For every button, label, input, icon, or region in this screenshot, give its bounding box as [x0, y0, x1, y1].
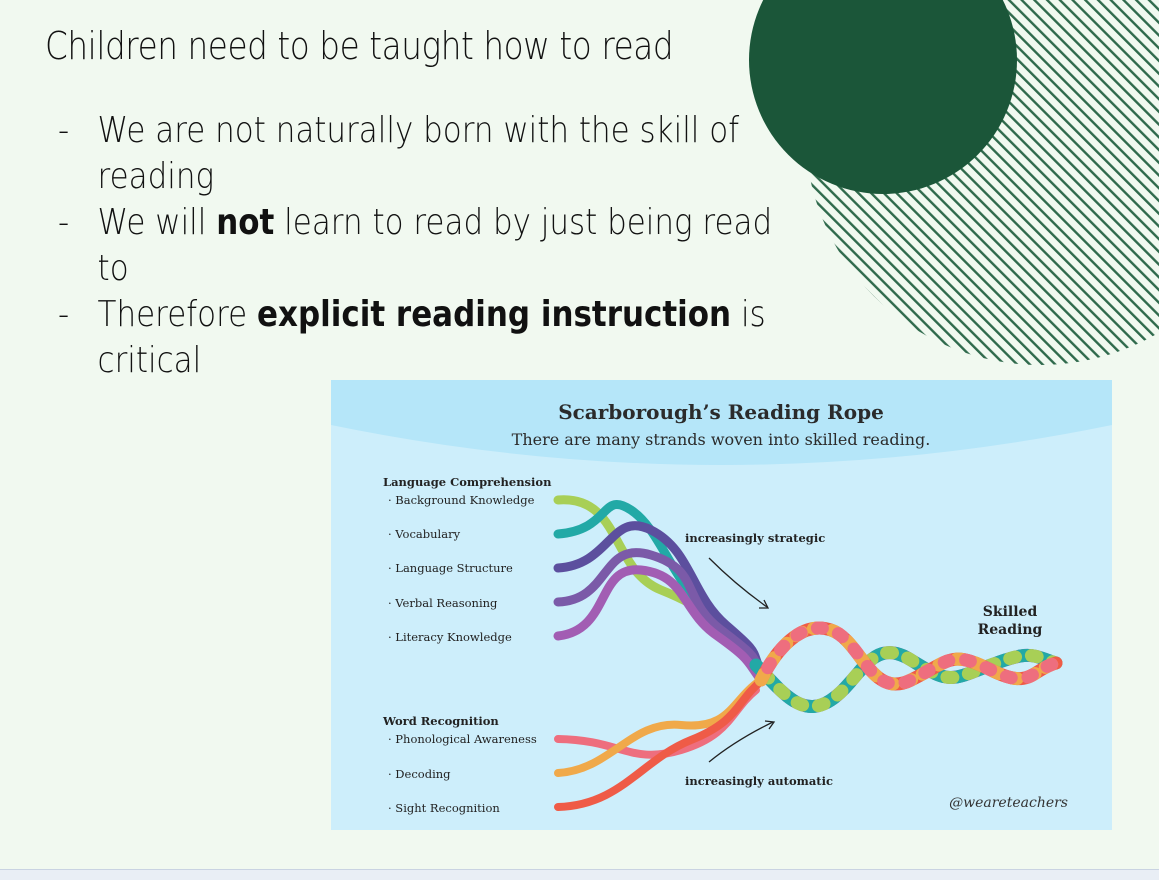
lc-strands [553, 495, 768, 685]
bullet-list: - We are not naturally born with the ski… [58, 108, 778, 384]
dark-green-circle [749, 0, 1017, 194]
increasingly-strategic-label: increasingly strategic [685, 531, 825, 545]
automatic-arrow [708, 721, 774, 763]
decorative-circle-graphic [749, 0, 1159, 365]
bullet-text-post: learn to read by just being read to [97, 202, 773, 289]
rope-subtitle: There are many strands woven into skille… [512, 430, 931, 449]
word-recognition-heading: Word Recognition [382, 714, 499, 728]
bullet-text-pre: Therefore [97, 294, 258, 335]
bullet-dash: - [58, 294, 70, 335]
bullet-text-post: is critical [97, 294, 766, 381]
bullet-text-pre: We will [97, 202, 217, 243]
language-comprehension-heading: Language Comprehension [383, 475, 552, 489]
strategic-arrow [708, 557, 768, 608]
bullet-text-bold: explicit reading instruction [257, 294, 732, 335]
credit-label: @weareteachers [949, 795, 1068, 811]
wr-item-label: · Decoding [388, 767, 451, 781]
automatic-arrowhead [764, 720, 776, 730]
rope-title: Scarborough’s Reading Rope [558, 400, 884, 424]
bullet-item: - We are not naturally born with the ski… [58, 108, 777, 200]
bullet-text-bold: not [216, 202, 275, 243]
lc-item-label: · Verbal Reasoning [388, 596, 498, 610]
wr-item-label: · Phonological Awareness [388, 732, 537, 746]
reading-rope-diagram: Scarborough’s Reading Rope There are man… [331, 380, 1112, 830]
bottom-bar [0, 869, 1159, 880]
lc-item-label: · Vocabulary [388, 527, 461, 541]
bullet-dash: - [58, 110, 70, 151]
wr-strands [554, 676, 767, 811]
strand-literacy-knowledge [553, 565, 766, 685]
rope-panel-header-band [331, 380, 1112, 465]
lc-item-label: · Literacy Knowledge [388, 630, 512, 644]
bullet-item: - Therefore explicit reading instruction… [58, 292, 777, 384]
strand-sight-recognition [554, 676, 767, 811]
woven-rope [749, 621, 1063, 713]
bullet-item: - We will not learn to read by just bein… [58, 200, 777, 292]
wr-item-label: · Sight Recognition [388, 801, 500, 815]
increasingly-automatic-label: increasingly automatic [685, 774, 833, 788]
lc-item-label: · Language Structure [388, 561, 513, 575]
bullet-dash: - [58, 202, 70, 243]
strand-verbal-reasoning [553, 548, 768, 683]
skilled-reading-label: Skilled [983, 604, 1038, 620]
lc-item-label: · Background Knowledge [388, 493, 535, 507]
bullet-text: We are not naturally born with the skill… [97, 110, 740, 197]
slide-title: Children need to be taught how to read [45, 24, 674, 68]
skilled-reading-label: Reading [978, 622, 1043, 638]
strategic-arrowhead [759, 599, 770, 609]
